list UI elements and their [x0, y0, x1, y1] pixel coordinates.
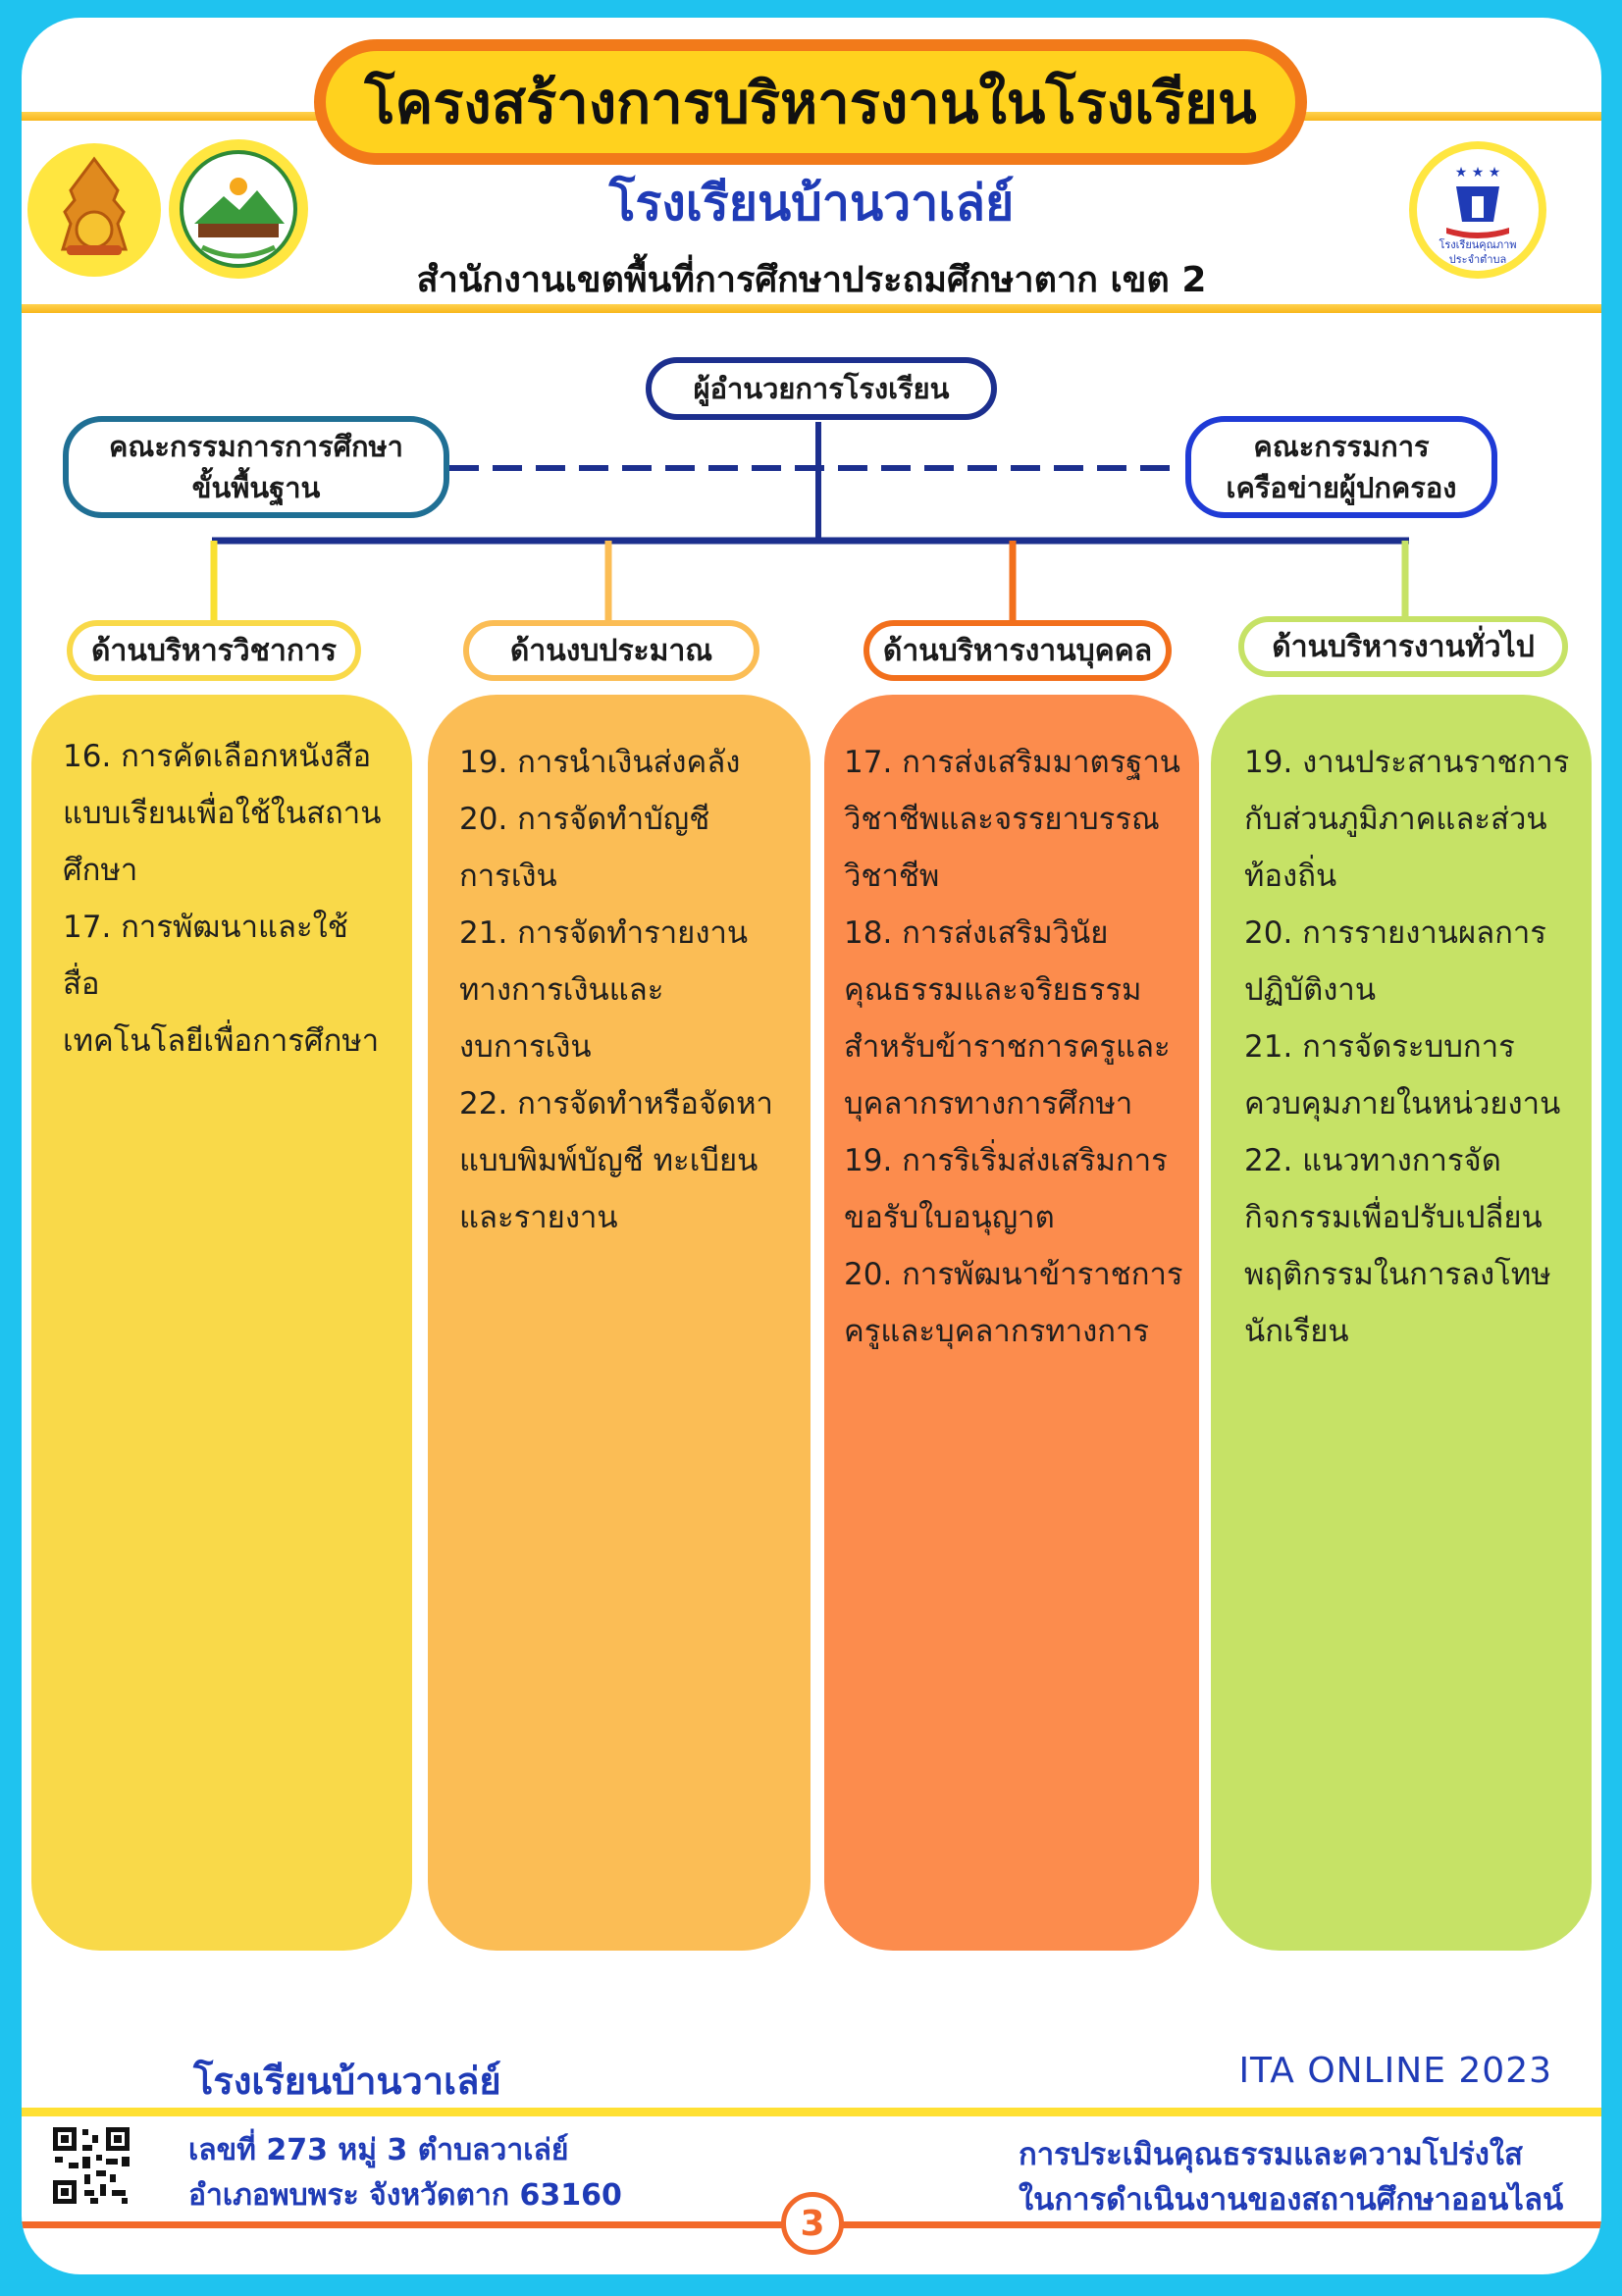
list-item: 17. การส่งเสริมมาตรฐาน: [844, 745, 1180, 780]
dept-general-label: ด้านบริหารงานทั่วไป: [1272, 629, 1535, 664]
list-item: 19. การนำเงินส่งคลัง: [459, 745, 741, 780]
dept-budget-list: 19. การนำเงินส่งคลัง 20. การจัดทำบัญชี ก…: [459, 734, 781, 1246]
list-item: งบการเงิน: [459, 1029, 592, 1065]
education-office: สำนักงานเขตพื้นที่การศึกษาประถมศึกษาตาก …: [416, 260, 1207, 300]
list-item: นักเรียน: [1244, 1314, 1349, 1349]
parent-network-board-line1: คณะกรรมการ: [1253, 429, 1430, 463]
list-item: ท้องถิ่น: [1244, 859, 1337, 894]
list-item: 21. การจัดทำรายงาน: [459, 915, 749, 951]
list-item: 18. การส่งเสริมวินัย: [844, 915, 1109, 951]
list-item: แบบพิมพ์บัญชี ทะเบียน: [459, 1143, 759, 1178]
list-item: 20. การจัดทำบัญชี: [459, 802, 710, 837]
list-item: กิจกรรมเพื่อปรับเปลี่ยน: [1244, 1200, 1543, 1235]
list-item: กับส่วนภูมิภาคและส่วน: [1244, 802, 1547, 837]
list-item: และรายงาน: [459, 1200, 618, 1235]
quality-school-caption-1: โรงเรียนคุณภาพ: [1439, 238, 1517, 251]
director-box: ผู้อำนวยการโรงเรียน: [646, 357, 997, 420]
footer-band: [22, 2108, 1601, 2116]
evaluation-line-1: การประเมินคุณธรรมและความโปร่งใส: [1019, 2137, 1523, 2172]
address-line-2: อำเภอพบพระ จังหวัดตาก 63160: [188, 2178, 622, 2213]
list-item: คุณธรรมและจริยธรรม: [844, 972, 1142, 1008]
list-item: ศึกษา: [63, 853, 138, 888]
parent-network-board-line2: เครือข่ายผู้ปกครอง: [1226, 471, 1457, 504]
list-item: วิชาชีพและจรรยาบรรณ: [844, 802, 1160, 837]
dept-budget-column: 19. การนำเงินส่งคลัง 20. การจัดทำบัญชี ก…: [428, 695, 811, 1951]
dept-general-column: 19. งานประสานราชการ กับส่วนภูมิภาคและส่ว…: [1211, 695, 1592, 1951]
dept-academic-column: 16. การคัดเลือกหนังสือ แบบเรียนเพื่อใช้ใ…: [31, 695, 412, 1951]
quality-school-icon: ★ ★ ★: [1417, 149, 1539, 271]
list-item: ปฏิบัติงาน: [1244, 972, 1377, 1008]
ministry-emblem-icon: [60, 156, 129, 255]
dept-personnel-list: 17. การส่งเสริมมาตรฐาน วิชาชีพและจรรยาบร…: [844, 734, 1187, 1360]
dept-academic-label: ด้านบริหารวิชาการ: [91, 633, 337, 668]
parent-network-board-box: คณะกรรมการ เครือข่ายผู้ปกครอง: [1185, 416, 1497, 518]
list-item: 17. การพัฒนาและใช้สื่อ: [63, 910, 348, 1002]
list-item: แบบเรียนเพื่อใช้ในสถาน: [63, 796, 382, 831]
dept-personnel-column: 17. การส่งเสริมมาตรฐาน วิชาชีพและจรรยาบร…: [824, 695, 1199, 1951]
dept-general-header: ด้านบริหารงานทั่วไป: [1238, 616, 1568, 677]
page-number: 3: [800, 2203, 825, 2244]
list-item: ทางการเงินและ: [459, 972, 664, 1008]
footer-school-name: โรงเรียนบ้านวาเล่ย์: [193, 2060, 501, 2103]
list-item: ขอรับใบอนุญาต: [844, 1200, 1055, 1235]
quality-school-logo: ★ ★ ★ โรงเรียนคุณภาพ ประจำตำบล: [1409, 141, 1546, 279]
list-item: 20. การรายงานผลการ: [1244, 915, 1546, 951]
dept-budget-label: ด้านงบประมาณ: [509, 633, 713, 668]
svg-text:★ ★ ★: ★ ★ ★: [1455, 165, 1501, 181]
list-item: สำหรับข้าราชการครูและ: [844, 1029, 1171, 1065]
dept-personnel-header: ด้านบริหารงานบุคคล: [863, 620, 1172, 681]
list-item: วิชาชีพ: [844, 859, 940, 894]
basic-education-board-box: คณะกรรมการการศึกษา ขั้นพื้นฐาน: [63, 416, 449, 518]
list-item: 22. แนวทางการจัด: [1244, 1143, 1501, 1178]
list-item: การเงิน: [459, 859, 557, 894]
list-item: 16. การคัดเลือกหนังสือ: [63, 739, 372, 774]
header-band-bottom: [22, 304, 1601, 313]
title-banner: โครงสร้างการบริหารงานในโรงเรียน: [314, 39, 1307, 165]
basic-education-board-line2: ขั้นพื้นฐาน: [191, 471, 321, 504]
page-title: โครงสร้างการบริหารงานในโรงเรียน: [364, 69, 1257, 136]
ita-label: ITA ONLINE 2023: [1238, 2051, 1552, 2091]
address-line-1: เลขที่ 273 หมู่ 3 ตำบลวาเล่ย์: [188, 2133, 569, 2167]
list-item: 19. งานประสานราชการ: [1244, 745, 1570, 780]
list-item: 21. การจัดระบบการ: [1244, 1029, 1515, 1065]
school-emblem-icon: [180, 150, 297, 268]
list-item: ควบคุมภายในหน่วยงาน: [1244, 1086, 1561, 1122]
dept-personnel-label: ด้านบริหารงานบุคคล: [882, 633, 1153, 668]
basic-education-board-line1: คณะกรรมการการศึกษา: [109, 429, 403, 463]
list-item: 19. การริเริ่มส่งเสริมการ: [844, 1143, 1168, 1178]
org-connectors: [210, 422, 1409, 624]
list-item: ครูและบุคลากรทางการ: [844, 1314, 1150, 1349]
page-number-badge: 3: [781, 2192, 844, 2255]
quality-school-caption-2: ประจำตำบล: [1448, 253, 1507, 266]
list-item: บุคลากรทางการศึกษา: [844, 1086, 1133, 1122]
director-label: ผู้อำนวยการโรงเรียน: [693, 371, 950, 405]
dept-academic-header: ด้านบริหารวิชาการ: [67, 620, 361, 681]
list-item: 22. การจัดทำหรือจัดหา: [459, 1086, 773, 1122]
dept-academic-list: 16. การคัดเลือกหนังสือ แบบเรียนเพื่อใช้ใ…: [63, 728, 383, 1070]
school-name: โรงเรียนบ้านวาเล่ย์: [608, 175, 1015, 232]
dept-budget-header: ด้านงบประมาณ: [463, 620, 759, 681]
qr-code-icon: [51, 2125, 131, 2206]
list-item: เทคโนโลยีเพื่อการศึกษา: [63, 1023, 380, 1059]
dept-general-list: 19. งานประสานราชการ กับส่วนภูมิภาคและส่ว…: [1244, 734, 1582, 1360]
list-item: 20. การพัฒนาข้าราชการ: [844, 1257, 1183, 1292]
school-logo: [169, 139, 308, 279]
list-item: พฤติกรรมในการลงโทษ: [1244, 1257, 1551, 1292]
evaluation-line-2: ในการดำเนินงานของสถานศึกษาออนไลน์: [1019, 2182, 1564, 2218]
ministry-logo: [27, 143, 161, 277]
poster: โครงสร้างการบริหารงานในโรงเรียน ★ ★ ★ โร…: [22, 18, 1601, 2274]
